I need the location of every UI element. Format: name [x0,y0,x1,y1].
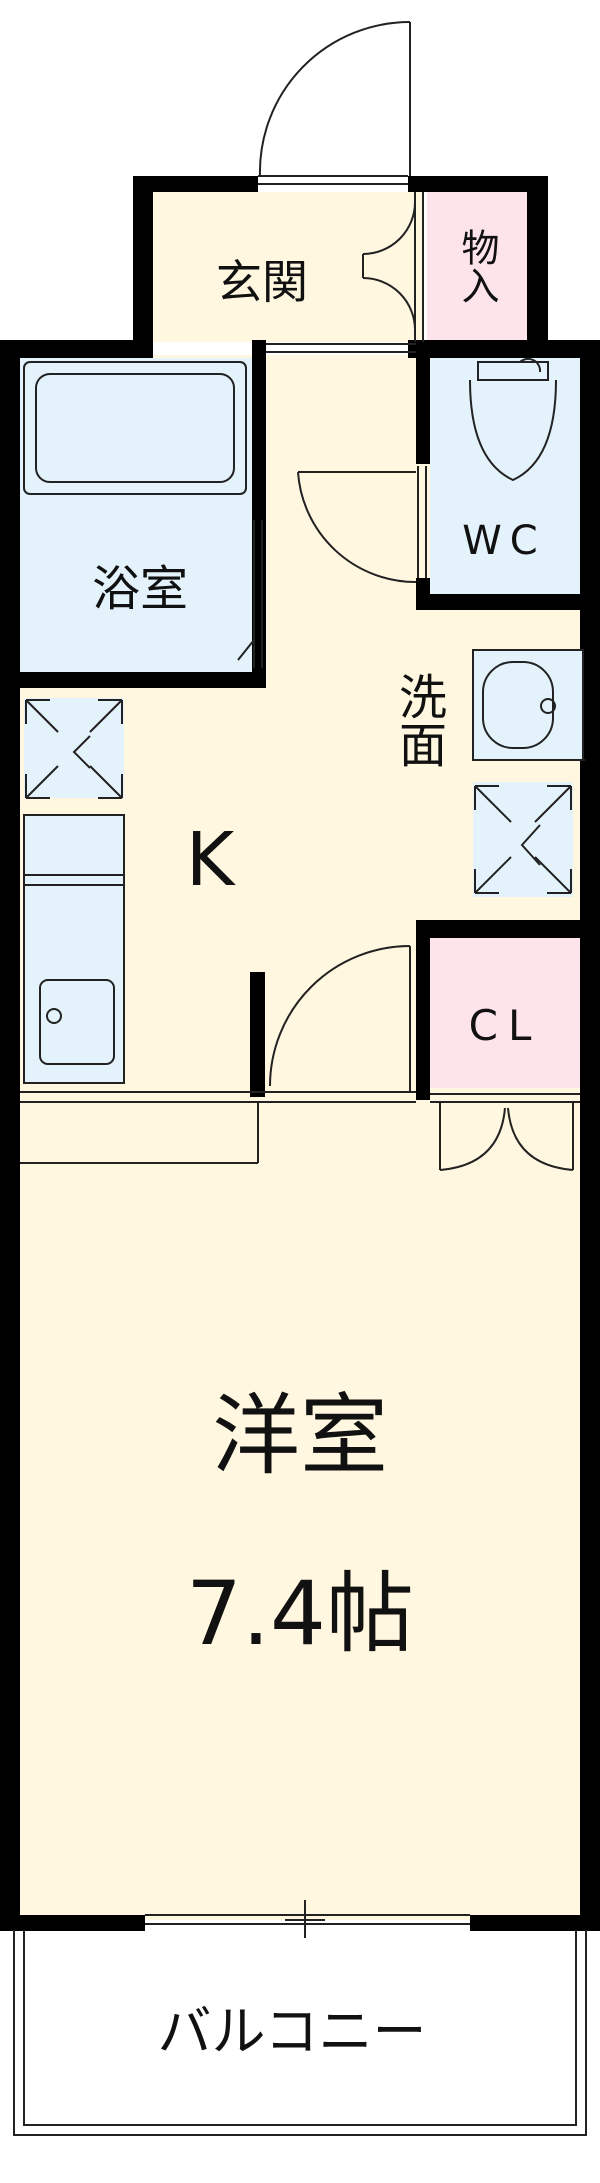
wall [580,340,600,1930]
balcony-label: バルコニー [158,2000,427,2063]
wall [416,920,430,1100]
kitchen-counter [23,814,125,1084]
youshitsu-label: 洋室 [212,1384,388,1487]
wall [416,920,600,938]
wall [527,176,548,344]
monoire-label: 物入 [455,228,499,304]
youshitsu-floor [20,1105,585,1920]
genkan-label: 玄関 [216,255,308,309]
wall [250,972,265,1097]
bathtub [23,361,247,495]
cl-floor [430,938,585,1088]
wall [470,1915,600,1931]
kitchen-label: K [186,817,237,903]
youshitsu-size-label: 7.4帖 [186,1562,414,1665]
kitchen-sink [39,979,115,1065]
wall [0,1915,145,1931]
wash-vent-icon [474,785,572,894]
wall [416,594,600,610]
monoire-floor [427,192,527,342]
walls [0,176,600,1931]
wall [133,176,153,344]
genkan-floor [148,192,423,342]
washbasin [472,649,584,761]
room-labels: 玄関 物入 浴室 WC 洗面 K CL 洋室 7.4帖 バルコニー [92,228,545,2063]
room-door-swing [269,945,411,1087]
wall [416,340,430,464]
wall [408,176,548,192]
wall [0,672,266,688]
entrance-door-swing [258,21,411,177]
yokushitsu-label: 浴室 [92,561,188,617]
toilet-bowl [469,379,557,482]
senmen-label: 洗面 [390,672,446,768]
fixtures [13,21,587,2136]
wall [133,176,258,192]
wall [0,340,153,358]
cl-label: CL [469,1001,542,1050]
wall [0,340,20,1930]
wc-label: WC [462,518,545,564]
wall [408,340,600,358]
balcony-outline [13,1930,587,2136]
kitchen-vent-icon [25,699,123,799]
